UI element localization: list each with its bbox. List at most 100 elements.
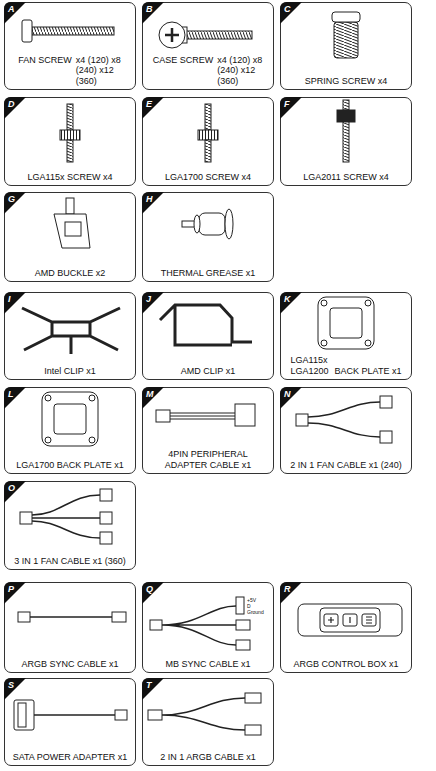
cable-wire [162, 606, 236, 645]
sata-slot [18, 703, 26, 727]
argb-connector [18, 612, 30, 622]
item-letter: O [8, 483, 15, 493]
caption-group: LGA2011 SCREW x4 [285, 172, 407, 183]
letter-tab-shape [142, 192, 164, 214]
caption-group: MB SYNC CABLE x1 [147, 659, 269, 670]
buckle-post [66, 198, 74, 214]
item-letter: T [146, 680, 152, 690]
amd-clip [160, 305, 252, 345]
item-letter: C [284, 4, 291, 14]
letter-tab [4, 678, 26, 700]
part-panel: F LGA2011 SCREW x4 [280, 97, 412, 186]
item-caption: LGA115x SCREW x4 [28, 172, 113, 183]
item-caption: 4PIN PERIPHERAL ADAPTER CABLE x1 [147, 449, 269, 470]
letter-tab-shape [142, 292, 164, 314]
part-panel: J AMD CLIP x1 [142, 292, 274, 380]
thread [343, 100, 349, 110]
argb-connector [148, 710, 162, 720]
fan-connector [380, 396, 392, 408]
cable-wire [34, 714, 115, 716]
argb-connector [150, 620, 162, 630]
letter-tab-shape [142, 97, 164, 119]
letter-tab-shape [280, 582, 302, 604]
item-caption: LGA2011 SCREW x4 [303, 172, 388, 183]
item-letter: Q [146, 584, 153, 594]
letter-tab-shape [4, 387, 26, 409]
part-panel: N2 IN 1 FAN CABLE x1 (240) [280, 387, 412, 474]
argb-connector [112, 612, 126, 622]
item-caption: FAN SCREW [18, 55, 72, 66]
caption-group: AMD CLIP x1 [147, 366, 269, 377]
syringe-body [199, 213, 225, 235]
knurled-collar [198, 130, 218, 140]
cable-wire [162, 698, 245, 730]
item-letter: I [8, 294, 11, 304]
argb-connector [115, 710, 127, 720]
caption-group: CASE SCREWx4 (120) x8 (240) x12 (360) [147, 55, 269, 87]
letter-tab-shape [4, 678, 26, 700]
letter-tab [142, 678, 164, 700]
part-panel: Q MB SYNC CABLE x1 [142, 582, 274, 673]
item-letter: F [284, 99, 290, 109]
intel-clip [22, 308, 120, 354]
item-letter: H [146, 194, 153, 204]
collar [337, 110, 355, 122]
caption-group: SPRING SCREW x4 [285, 76, 407, 87]
pin-label: Ground [247, 609, 264, 615]
part-panel: HTHERMAL GREASE x1 [142, 192, 274, 282]
item-caption: LGA115x LGA1200 [291, 355, 331, 376]
letter-tab [142, 2, 164, 24]
letter-tab-shape [142, 387, 164, 409]
caption-group: 3 IN 1 FAN CABLE x1 (360) [9, 556, 131, 567]
letter-tab-shape [280, 292, 302, 314]
item-letter: G [8, 194, 15, 204]
item-caption: BACK PLATE x1 [335, 366, 402, 377]
item-caption: SATA POWER ADAPTER x1 [13, 752, 128, 763]
screw-head [332, 12, 360, 22]
cross-slot [165, 28, 179, 42]
item-caption: AMD BUCKLE x2 [35, 268, 106, 279]
back-plate [318, 297, 374, 349]
thread [67, 140, 73, 162]
item-caption: CASE SCREW [153, 55, 214, 66]
screw-head [22, 20, 32, 42]
part-panel: D LGA115x SCREW x4 [4, 97, 136, 186]
item-letter: S [8, 680, 14, 690]
item-letter: L [8, 389, 14, 399]
fan-connector [156, 410, 170, 422]
caption-group: LGA1700 BACK PLATE x1 [9, 460, 131, 471]
buckle-hole [65, 222, 81, 236]
plate-hole [321, 340, 327, 346]
item-letter: J [146, 294, 151, 304]
argb-connector [236, 620, 250, 630]
part-panel: C SPRING SCREW x4 [280, 2, 412, 90]
pin-label: +5V [247, 597, 256, 603]
item-caption: x4 (120) x8 (240) x12 (360) [76, 55, 122, 87]
screw-shaft [186, 31, 252, 39]
back-plate [42, 392, 98, 446]
caption-group: ARGB SYNC CABLE x1 [9, 659, 131, 670]
pin-label: D [247, 603, 251, 609]
item-caption: Intel CLIP x1 [44, 366, 95, 377]
caption-group: LGA115x LGA1200BACK PLATE x1 [285, 355, 407, 376]
letter-tab-shape [4, 192, 26, 214]
item-caption: 3 IN 1 FAN CABLE x1 (360) [14, 556, 126, 567]
letter-tab [280, 387, 302, 409]
item-letter: M [146, 389, 154, 399]
item-caption: ARGB SYNC CABLE x1 [21, 659, 118, 670]
caption-group: LGA1700 SCREW x4 [147, 172, 269, 183]
fan-connector [296, 414, 308, 426]
part-panel: M 4PIN PERIPHERAL ADAPTER CABLE x1 [142, 387, 274, 474]
caption-group: 4PIN PERIPHERAL ADAPTER CABLE x1 [147, 449, 269, 470]
item-letter: D [8, 99, 15, 109]
fan-connector [100, 532, 112, 544]
item-caption: MB SYNC CABLE x1 [165, 659, 250, 670]
item-caption: LGA1700 SCREW x4 [165, 172, 251, 183]
part-panel: L LGA1700 BACK PLATE x1 [4, 387, 136, 474]
letter-tab-shape [4, 2, 26, 24]
screw-shaft [32, 27, 114, 35]
caption-group: ARGB CONTROL BOX x1 [285, 659, 407, 670]
item-caption: AMD CLIP x1 [181, 366, 235, 377]
letter-tab [4, 97, 26, 119]
